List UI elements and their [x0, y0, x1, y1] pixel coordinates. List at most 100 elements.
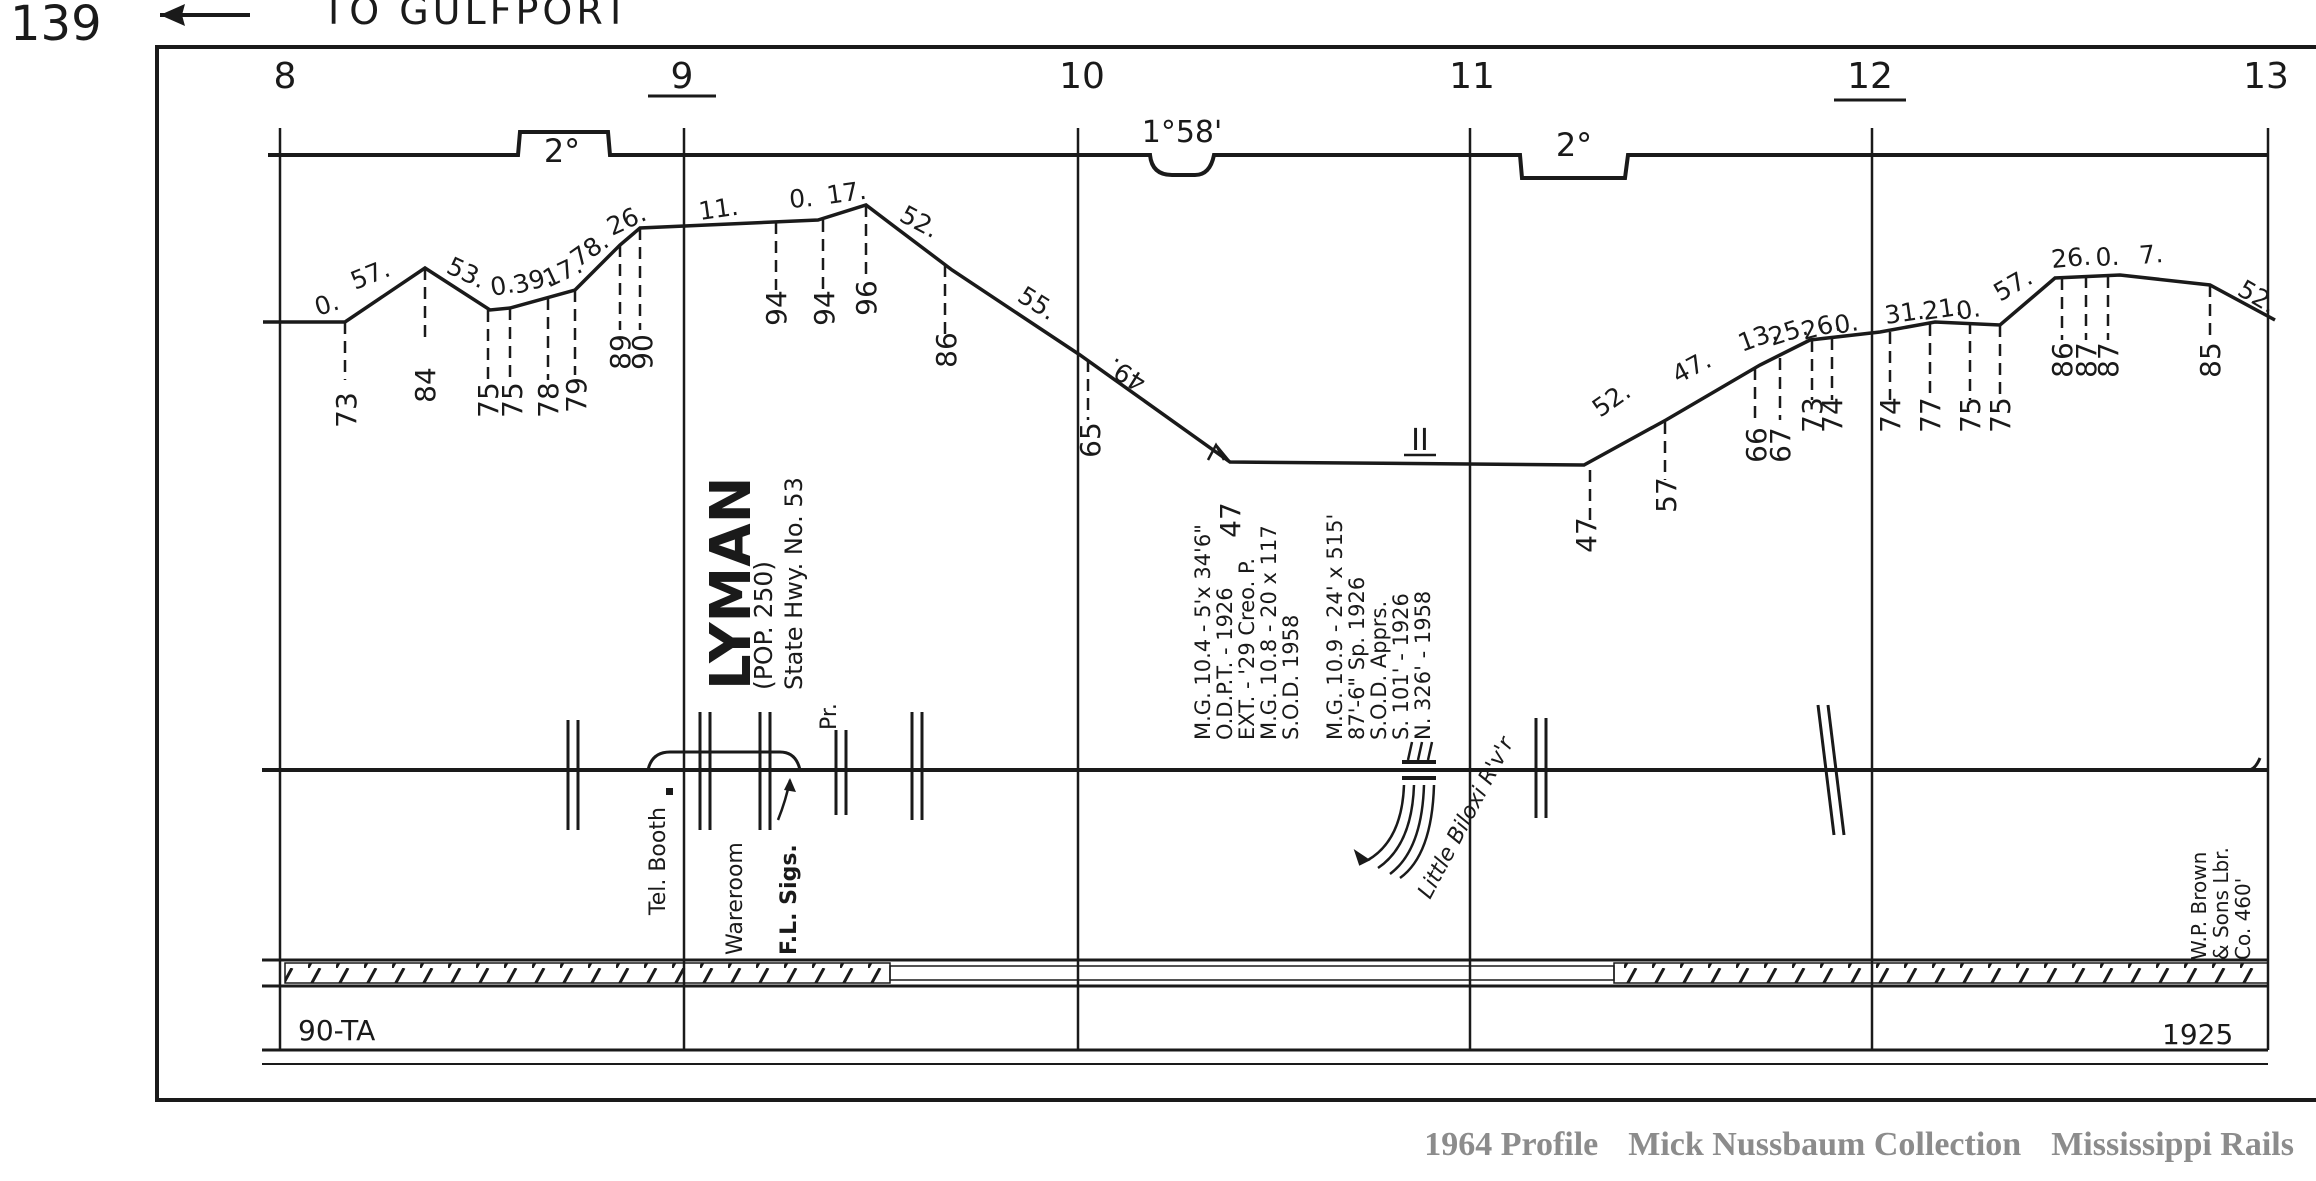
- bridge-note: S.O.D. 1958: [1279, 615, 1303, 740]
- elev-low-label: 74: [1816, 397, 1849, 433]
- station-highway: State Hwy. No. 53: [780, 477, 808, 690]
- elev-low-label: 77: [1914, 397, 1947, 433]
- arrow-up-icon: [776, 778, 796, 821]
- industry-label: W.P. Brown: [2187, 852, 2211, 960]
- bridge-2-code: II: [1411, 423, 1429, 458]
- elev-low-label: 75: [496, 382, 529, 418]
- bridge-note: O.D.P.T. - 1926: [1213, 587, 1237, 740]
- elev-low-label: 75: [1954, 397, 1987, 433]
- elevation-high-labels: 0. 57. 53. 0. 39. 17. 78. 26. 11. 0. 17.…: [311, 176, 2282, 423]
- bridge-note: M.G. 10.8 - 20 x 117: [1257, 525, 1281, 740]
- elev-low-label: 86: [930, 332, 963, 368]
- elev-high-label: 52.: [2233, 274, 2282, 319]
- river-icon: [1353, 784, 1436, 880]
- elev-low-label: 86: [2046, 342, 2079, 378]
- elevation-low-labels: 73 84 75 75 78 79 89 90 94 94 96 86 65 4…: [330, 280, 2227, 553]
- footer-year: 1925: [2162, 1018, 2233, 1051]
- curve-label-3: 2°: [1556, 126, 1592, 164]
- elev-high-label: 0.: [488, 269, 517, 302]
- elev-high-label: 52.: [895, 200, 944, 244]
- elev-low-label: 87: [2092, 342, 2125, 378]
- industry-label: Co. 460': [2231, 878, 2255, 960]
- road-crossings: [566, 704, 1846, 836]
- elev-high-label: 52.: [1587, 376, 1636, 423]
- elev-low-label: 96: [850, 280, 883, 316]
- credit-collection: Mick Nussbaum Collection: [1628, 1126, 2022, 1163]
- milepost-9: 9: [671, 56, 694, 97]
- bridge-note: S. 101' - 1926: [1389, 593, 1413, 740]
- elev-high-label: 11.: [697, 192, 740, 226]
- milepost-12: 12: [1847, 56, 1893, 97]
- elev-high-label: 47.: [1667, 345, 1716, 389]
- elev-low-label: 57: [1650, 477, 1683, 513]
- elev-high-label: 7.: [2138, 239, 2164, 270]
- track-feature-labels: Tel. Booth Wareroom F.L. Sigs. Pr.: [646, 703, 842, 955]
- bridge-note: N. 326' - 1958: [1411, 591, 1435, 740]
- fl-signals-label: F.L. Sigs.: [777, 844, 802, 955]
- bridge-note: 87'-6" Sp. 1926: [1345, 577, 1369, 740]
- pr-label: Pr.: [817, 703, 842, 730]
- page-number: 139: [10, 0, 102, 52]
- elev-high-label: 53.: [442, 251, 490, 294]
- profile-frame: [155, 45, 2316, 1102]
- grade-profile-line: [263, 203, 2276, 467]
- elevation-ticks: [343, 205, 2212, 520]
- elev-high-label: 0.: [2095, 242, 2120, 272]
- bridge-note: S.O.D. Apprs.: [1367, 601, 1391, 740]
- elev-high-label: 57.: [346, 254, 394, 296]
- elev-high-label: 0.: [1954, 293, 1983, 326]
- station-name: LYMAN: [699, 477, 764, 690]
- elev-low-label: 94: [760, 290, 793, 326]
- arrow-left-icon: [160, 4, 250, 26]
- tel-booth-label: Tel. Booth: [646, 807, 671, 916]
- bridge-1-notes: M.G. 10.4 - 5'x 34'6" O.D.P.T. - 1926 EX…: [1191, 524, 1303, 740]
- elev-low-label: 73: [1796, 397, 1829, 433]
- wareroom-label: Wareroom: [723, 842, 748, 955]
- tel-booth-marker: [666, 788, 673, 795]
- elev-high-label: 0.: [788, 183, 814, 214]
- elev-low-label: 47: [1214, 502, 1247, 538]
- elev-high-label: 31.: [1883, 296, 1926, 330]
- elev-high-label: 55.: [1013, 280, 1062, 326]
- curve-label-1: 2°: [544, 132, 580, 170]
- industry-label: & Sons Lbr.: [2209, 847, 2233, 960]
- photo-credit: 1964 Profile Mick Nussbaum Collection Miss…: [1394, 1126, 2294, 1164]
- curve-label-2: 1°58': [1142, 115, 1223, 150]
- elev-high-label: 0.: [311, 287, 343, 322]
- elev-low-label: 67: [1764, 427, 1797, 463]
- rail-band: [262, 958, 2269, 988]
- industry-spur: [2247, 757, 2262, 772]
- milepost-lines: [278, 128, 2270, 1050]
- siding-loop: [646, 750, 802, 771]
- elev-low-label: 66: [1740, 427, 1773, 463]
- river-bridge: [1402, 741, 1436, 780]
- elev-high-label: 26.: [602, 198, 650, 241]
- elev-low-label: 84: [409, 367, 442, 403]
- elev-low-label: 47: [1570, 517, 1603, 553]
- elev-low-label: 89: [604, 334, 637, 370]
- bridge-note: M.G. 10.9 - 24' x 515': [1323, 514, 1347, 740]
- bridge-2-notes: M.G. 10.9 - 24' x 515' 87'-6" Sp. 1926 S…: [1323, 514, 1435, 740]
- footer-code: 90-TA: [298, 1014, 375, 1047]
- industry-labels: W.P. Brown & Sons Lbr. Co. 460': [2187, 847, 2255, 960]
- elev-low-label: 65: [1074, 422, 1107, 458]
- milepost-10: 10: [1059, 56, 1105, 97]
- elev-high-label: 21.: [1921, 292, 1964, 326]
- bridge-note: EXT. - '29 Creo. P.: [1235, 558, 1259, 740]
- elev-low-label: 85: [2194, 342, 2227, 378]
- elev-high-label: 0.: [1832, 307, 1861, 340]
- milepost-8: 8: [274, 56, 297, 97]
- elev-low-label: 94: [808, 290, 841, 326]
- credit-site: Mississippi Rails: [2051, 1126, 2294, 1163]
- milepost-11: 11: [1449, 56, 1495, 97]
- elev-low-label: 75: [472, 382, 505, 418]
- elev-high-label: 26.: [2050, 242, 2092, 274]
- elev-high-label: 49.: [1102, 352, 1151, 398]
- elev-low-label: 78: [532, 382, 565, 418]
- elev-low-label: 73: [330, 392, 363, 428]
- elev-low-label: 90: [626, 334, 659, 370]
- credit-profile: 1964 Profile: [1424, 1126, 1599, 1163]
- elev-low-label: 74: [1874, 397, 1907, 433]
- station-block: LYMAN (POP. 250) State Hwy. No. 53: [699, 477, 808, 690]
